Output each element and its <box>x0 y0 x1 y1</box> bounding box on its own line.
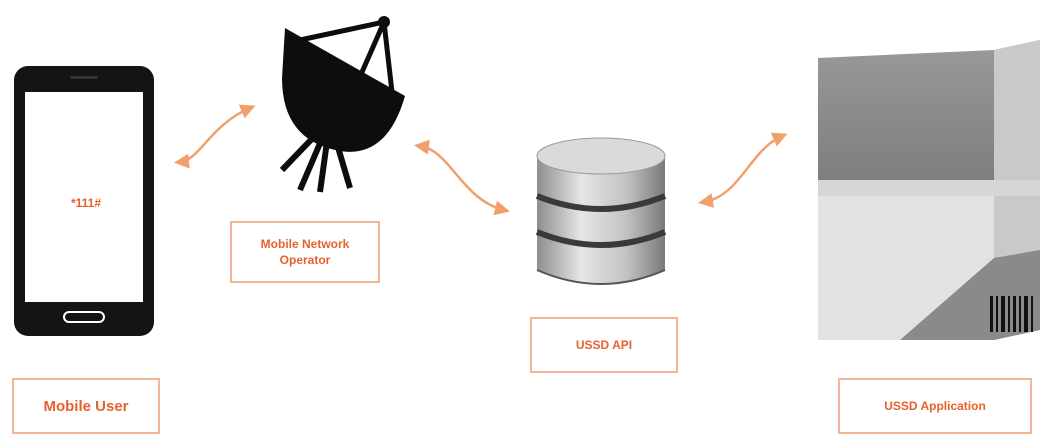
server-box-icon <box>818 40 1040 340</box>
mobile-user-label: Mobile User <box>43 397 129 415</box>
satellite-dish-icon <box>279 16 405 193</box>
arrow-operator-api <box>414 139 510 216</box>
mobile-phone-icon <box>14 66 154 336</box>
arrow-user-operator <box>174 104 256 169</box>
arrow-api-application <box>698 132 788 208</box>
application-label-box: USSD Application <box>838 378 1032 434</box>
api-label: USSD API <box>575 338 633 352</box>
phone-screen-text: *111# <box>70 196 102 210</box>
operator-label-box: Mobile Network Operator <box>230 221 380 283</box>
operator-label-line1: Mobile Network <box>260 236 350 251</box>
mobile-user-label-box: Mobile User <box>12 378 160 434</box>
api-label-box: USSD API <box>530 317 678 373</box>
operator-label-line2: Operator <box>279 253 331 267</box>
application-label: USSD Application <box>884 399 986 413</box>
barcode-icon <box>990 296 1033 332</box>
database-icon <box>535 137 667 285</box>
